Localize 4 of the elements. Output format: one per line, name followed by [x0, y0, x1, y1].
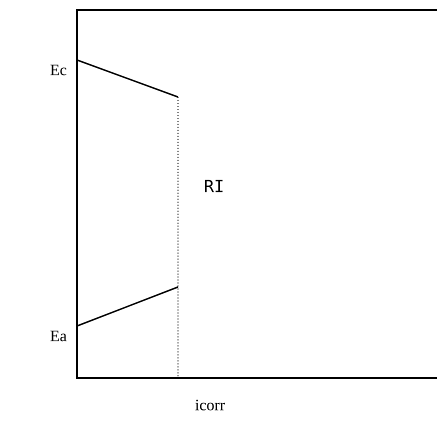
- axis-label: Ea: [50, 330, 67, 342]
- voltage-drop-label: RI: [205, 180, 223, 192]
- axis-label: icorr: [195, 400, 225, 410]
- axis-label: Ec: [50, 64, 66, 76]
